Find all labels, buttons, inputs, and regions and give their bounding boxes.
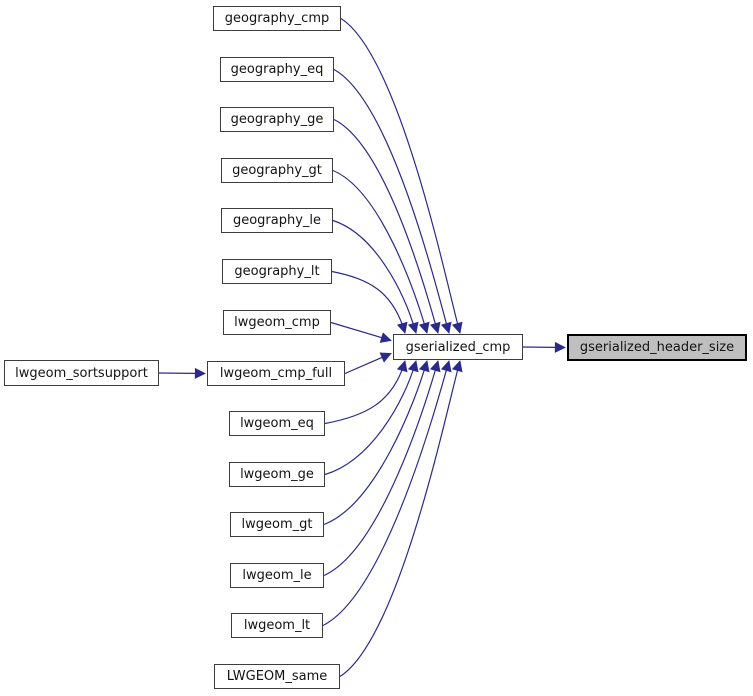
edge-lwgeom_eq-to-gserialized_cmp bbox=[324, 360, 408, 425]
edge-LWGEOM_same-to-gserialized_cmp bbox=[339, 360, 463, 678]
edge-geography_le-to-gserialized_cmp bbox=[332, 219, 419, 334]
edge-geography_cmp-to-gserialized_cmp bbox=[340, 17, 463, 334]
node-geography_gt[interactable]: geography_gt bbox=[221, 158, 333, 183]
node-geography_le[interactable]: geography_le bbox=[221, 208, 333, 233]
edge-gserialized_cmp-to-gserialized_header_size bbox=[522, 341, 566, 353]
node-lwgeom_le[interactable]: lwgeom_le bbox=[230, 563, 324, 588]
node-gserialized_header_size: gserialized_header_size bbox=[567, 334, 747, 361]
edge-geography_lt-to-gserialized_cmp bbox=[331, 270, 408, 334]
node-lwgeom_ge[interactable]: lwgeom_ge bbox=[229, 462, 325, 487]
node-lwgeom_gt[interactable]: lwgeom_gt bbox=[230, 512, 324, 537]
edge-lwgeom_cmp_full-to-gserialized_cmp bbox=[344, 352, 392, 375]
node-geography_lt[interactable]: geography_lt bbox=[222, 259, 332, 284]
node-lwgeom_lt[interactable]: lwgeom_lt bbox=[231, 613, 323, 638]
edge-lwgeom_le-to-gserialized_cmp bbox=[323, 360, 441, 577]
edge-geography_gt-to-gserialized_cmp bbox=[332, 169, 430, 334]
node-lwgeom_sortsupport[interactable]: lwgeom_sortsupport bbox=[4, 360, 159, 386]
edge-lwgeom_ge-to-gserialized_cmp bbox=[324, 360, 419, 476]
node-geography_cmp[interactable]: geography_cmp bbox=[213, 6, 341, 31]
edge-geography_eq-to-gserialized_cmp bbox=[333, 68, 452, 334]
edge-lwgeom_gt-to-gserialized_cmp bbox=[323, 360, 430, 526]
node-lwgeom_eq[interactable]: lwgeom_eq bbox=[229, 411, 325, 436]
edge-geography_ge-to-gserialized_cmp bbox=[333, 118, 441, 334]
node-gserialized_cmp[interactable]: gserialized_cmp bbox=[393, 334, 523, 360]
node-LWGEOM_same[interactable]: LWGEOM_same bbox=[214, 664, 340, 689]
node-geography_ge[interactable]: geography_ge bbox=[220, 107, 334, 132]
edge-lwgeom_lt-to-gserialized_cmp bbox=[322, 360, 452, 627]
node-geography_eq[interactable]: geography_eq bbox=[220, 57, 334, 82]
edge-lwgeom_cmp-to-gserialized_cmp bbox=[330, 321, 392, 343]
edge-lwgeom_sortsupport-to-lwgeom_cmp_full bbox=[158, 367, 206, 379]
node-lwgeom_cmp[interactable]: lwgeom_cmp bbox=[223, 310, 331, 335]
node-lwgeom_cmp_full[interactable]: lwgeom_cmp_full bbox=[207, 361, 345, 386]
